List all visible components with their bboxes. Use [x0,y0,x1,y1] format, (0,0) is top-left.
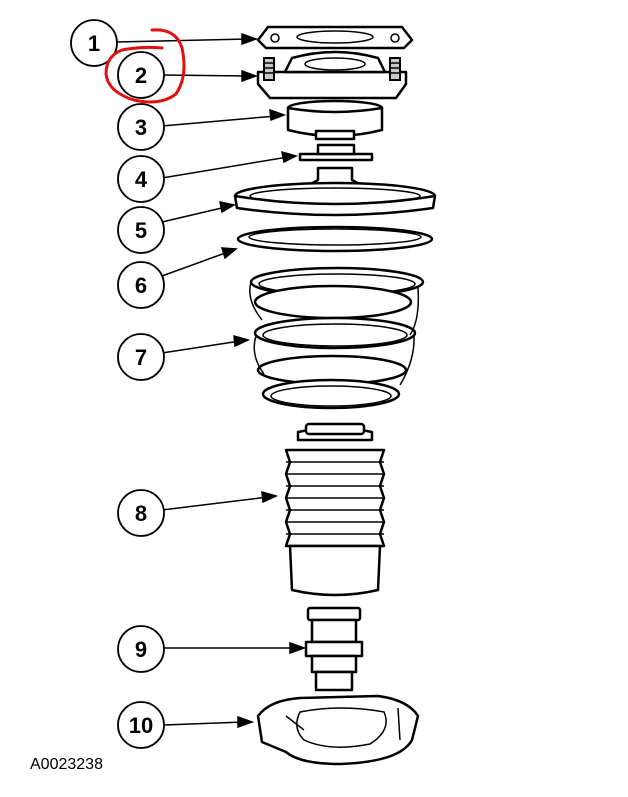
drawing-code: A0023238 [30,756,103,773]
part-8-boot [284,422,386,597]
part-2-strut-mount [256,50,408,100]
red-circle-annotation [104,28,186,104]
part-6-insulator [236,225,434,253]
callout-1: 1 [70,19,118,67]
callout-1-label: 1 [88,31,100,56]
part-10-lower-isolator [256,694,420,766]
callout-5-label: 5 [135,218,147,243]
callout-5: 5 [117,206,165,254]
callout-4: 4 [117,155,165,203]
callout-6-label: 6 [135,273,147,298]
callout-7: 7 [117,333,165,381]
callout-2-label: 2 [135,63,147,88]
callout-9-label: 9 [135,637,147,662]
callout-3-label: 3 [135,115,147,140]
part-4-washer [298,143,374,162]
callout-4-label: 4 [135,167,148,192]
callout-6: 6 [117,261,165,309]
callout-8: 8 [117,489,165,537]
callout-8-label: 8 [135,501,147,526]
callout-7-label: 7 [135,345,147,370]
callout-10: 10 [117,701,165,749]
part-7-coil-spring [249,266,425,410]
part-5-upper-spring-seat [233,166,437,217]
leader-lines [116,32,307,729]
callout-10-label: 10 [129,713,153,738]
part-1-top-plate [256,25,414,50]
callout-2: 2 [117,51,165,99]
part-9-bump-stop [304,606,364,692]
callout-9: 9 [117,625,165,673]
callout-3: 3 [117,103,165,151]
part-3-bearing [286,99,384,141]
